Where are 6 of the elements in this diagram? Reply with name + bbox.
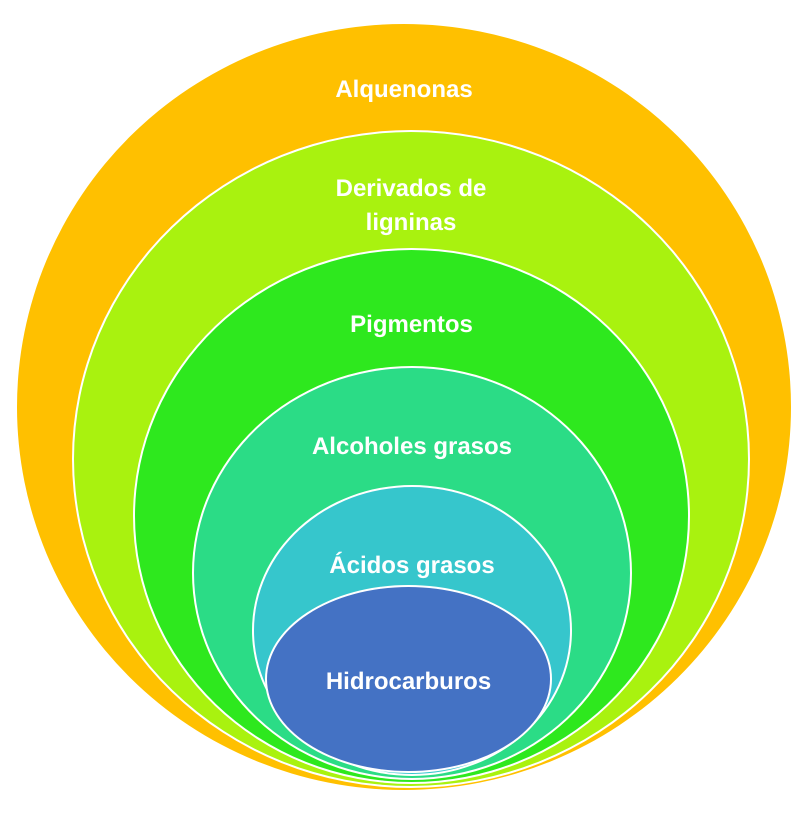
- band-label: Alcoholes grasos: [310, 432, 514, 462]
- band-label: Hidrocarburos: [324, 667, 492, 697]
- band-label: Derivados de ligninas: [334, 174, 488, 238]
- band-label: Pigmentos: [349, 310, 474, 340]
- band-label: Ácidos grasos: [328, 550, 496, 581]
- band-label: Alquenonas: [334, 75, 474, 105]
